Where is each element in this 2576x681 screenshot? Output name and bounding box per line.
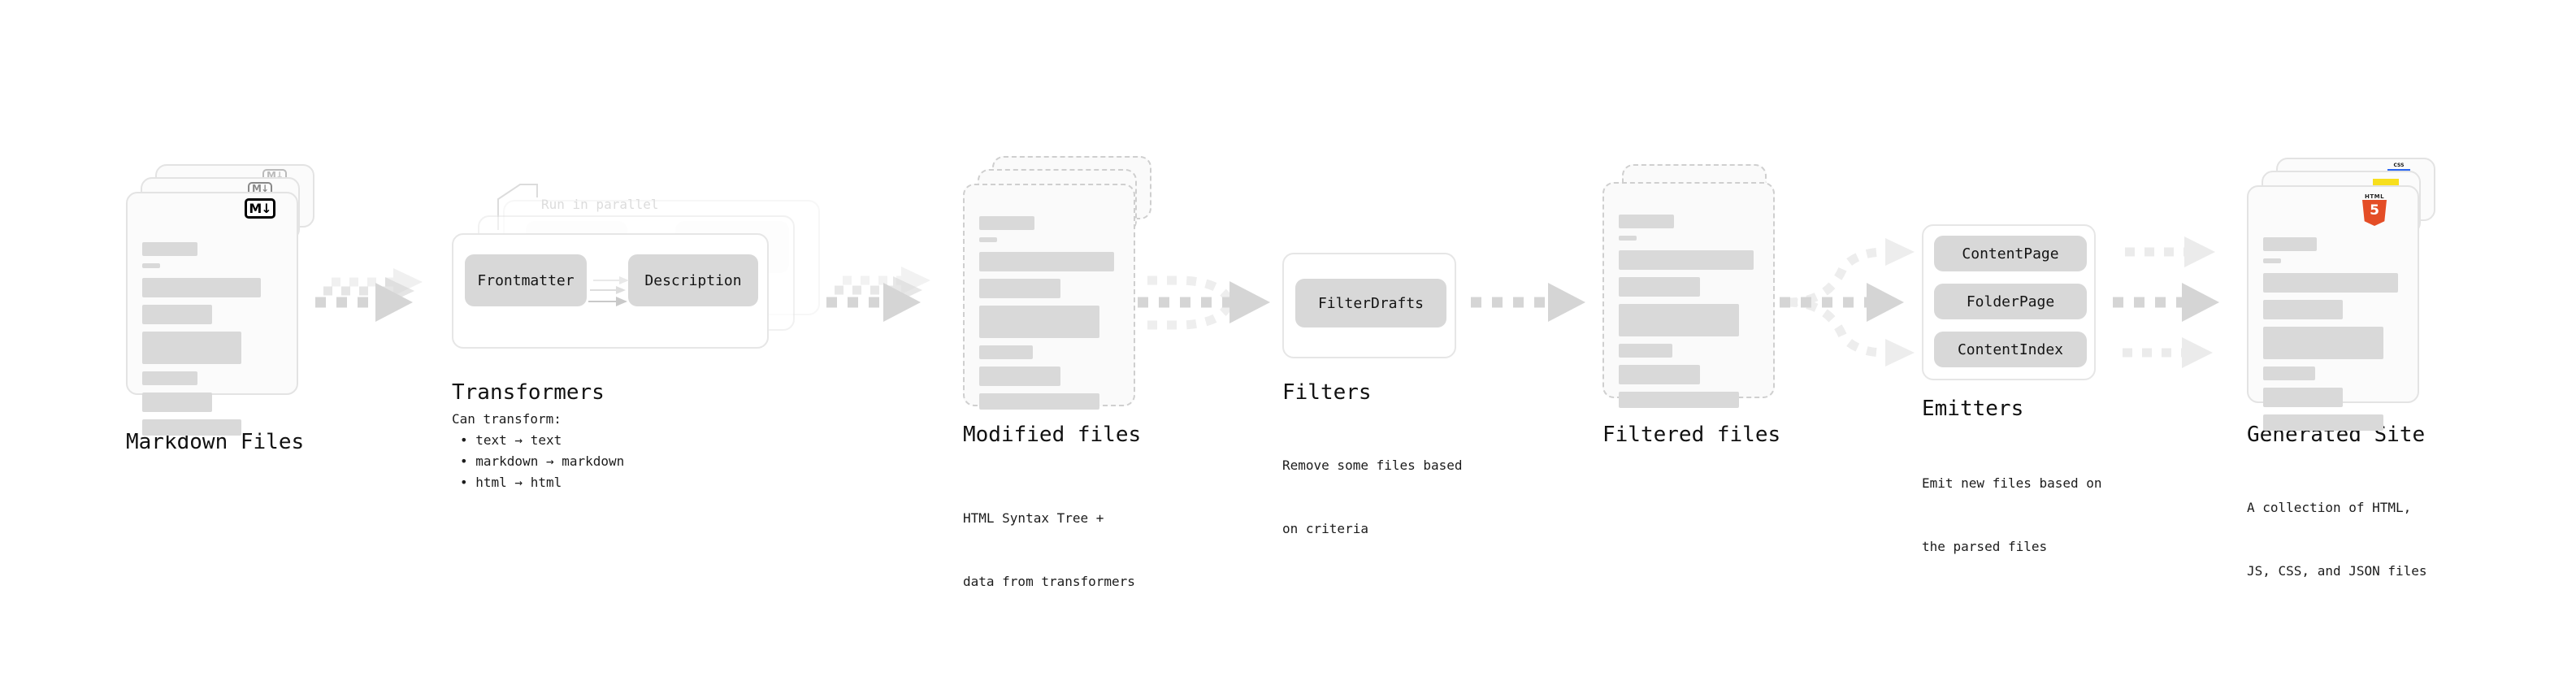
document-content-lines [1619, 215, 1762, 415]
html5-icon: HTML 5 [2361, 193, 2388, 226]
doc-line [2263, 273, 2398, 293]
doc-line [1619, 277, 1700, 297]
doc-line [142, 332, 241, 364]
doc-line [1619, 344, 1672, 358]
doc-line [142, 371, 197, 385]
transformer-pill-frontmatter[interactable]: Frontmatter [465, 254, 587, 306]
generated-site-description: A collection of HTML, JS, CSS, and JSON … [2247, 455, 2427, 624]
filters-box[interactable]: FilterDrafts [1282, 253, 1456, 358]
stage-title-modified-files: Modified files [963, 423, 1142, 447]
html5-icon-label: HTML [2364, 193, 2385, 200]
connector-transformers-to-modified [826, 267, 930, 322]
filters-description: Remove some files based on criteria [1282, 413, 1463, 582]
filters-description-line: Remove some files based [1282, 458, 1463, 473]
doc-line [2263, 388, 2343, 407]
transformers-bullets: • text → text • markdown → markdown • ht… [460, 430, 624, 493]
doc-line [979, 216, 1034, 230]
doc-line [979, 237, 997, 242]
doc-line [979, 306, 1099, 338]
connector-emitters-to-site [2113, 236, 2219, 368]
emitters-description-line: the parsed files [1922, 539, 2048, 554]
doc-line [2263, 237, 2317, 251]
css3-icon-label: CSS [2393, 163, 2405, 168]
doc-line [1619, 236, 1637, 241]
doc-line [2263, 327, 2383, 359]
document-content-lines [2263, 237, 2406, 438]
doc-line [142, 278, 261, 297]
doc-line [1619, 304, 1739, 336]
run-in-parallel-label: Run in parallel [541, 197, 659, 212]
transformers-bullet: • markdown → markdown [460, 453, 625, 469]
emitters-description: Emit new files based on the parsed files [1922, 431, 2102, 600]
document-sheet-front [963, 184, 1135, 410]
emitter-pill-folderpage[interactable]: FolderPage [1934, 284, 2087, 319]
stage-title-filtered-files: Filtered files [1602, 423, 1781, 447]
generated-site-description-line: A collection of HTML, [2247, 500, 2412, 515]
connector-filtered-to-emitters [1780, 238, 1915, 367]
emitter-pill-contentpage[interactable]: ContentPage [1934, 236, 2087, 271]
document-sheet-front [1602, 182, 1775, 408]
transformers-bullet: • text → text [460, 432, 562, 448]
transformer-inner-arrows [588, 276, 629, 306]
document-content-lines [142, 242, 285, 443]
modified-files-description-line: HTML Syntax Tree + [963, 510, 1104, 526]
document-sheet-front [126, 192, 298, 436]
emitters-description-line: Emit new files based on [1922, 475, 2102, 491]
doc-line [1619, 250, 1754, 270]
connector-modified-to-filters [1138, 275, 1270, 330]
doc-line [2263, 300, 2343, 319]
transformers-bullet: • html → html [460, 475, 562, 490]
connector-md-to-transformers [315, 268, 423, 322]
emitters-box[interactable]: ContentPage FolderPage ContentIndex [1922, 224, 2096, 380]
modified-files-description-line: data from transformers [963, 574, 1135, 589]
stage-title-filters: Filters [1282, 380, 1372, 405]
filter-pill-filterdrafts[interactable]: FilterDrafts [1295, 279, 1446, 327]
modified-files-description: HTML Syntax Tree + data from transformer… [963, 466, 1135, 635]
connector-filters-to-filtered [1471, 283, 1585, 322]
doc-line [979, 393, 1099, 410]
stage-title-emitters: Emitters [1922, 397, 2024, 421]
doc-line [2263, 414, 2383, 431]
doc-line [142, 305, 212, 324]
doc-line [1619, 392, 1739, 408]
emitter-pill-contentindex[interactable]: ContentIndex [1934, 332, 2087, 367]
doc-line [2263, 367, 2315, 380]
doc-line [142, 242, 197, 256]
stage-title-transformers: Transformers [452, 380, 605, 405]
doc-line [979, 345, 1033, 359]
document-content-lines [979, 216, 1122, 417]
document-sheet-front [2247, 185, 2419, 431]
doc-line [142, 263, 160, 268]
doc-line [1619, 365, 1700, 384]
generated-site-description-line: JS, CSS, and JSON files [2247, 563, 2427, 579]
html5-icon-shield: 5 [2362, 200, 2387, 226]
doc-line [979, 367, 1060, 386]
transformer-box-front[interactable]: Frontmatter Description [452, 233, 769, 349]
doc-line [979, 252, 1114, 271]
doc-line [2263, 258, 2281, 263]
doc-line [1619, 215, 1674, 228]
doc-line [142, 393, 212, 412]
markdown-icon: M↓ [245, 198, 275, 219]
transformer-pill-description[interactable]: Description [628, 254, 758, 306]
doc-line [979, 279, 1060, 298]
transformers-description: Can transform: [452, 411, 562, 427]
doc-line [142, 419, 241, 436]
filters-description-line: on criteria [1282, 521, 1368, 536]
